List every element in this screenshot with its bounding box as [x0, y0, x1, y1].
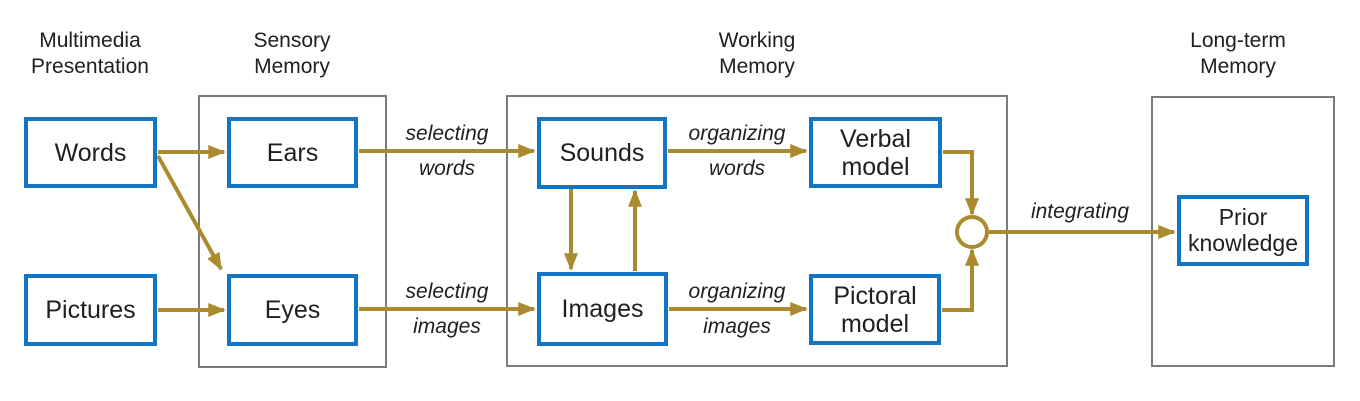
- edge-pictoral-model-to-junction: [942, 248, 979, 312]
- node-verbal-model: Verbal model: [809, 117, 942, 188]
- node-pictoral-model: Pictoral model: [809, 274, 941, 345]
- header-multimedia-presentation: Multimedia Presentation: [31, 29, 149, 78]
- edge-verbal-model-to-junction: [943, 150, 979, 216]
- integration-junction-circle: [955, 215, 989, 249]
- node-prior-knowledge: Prior knowledge: [1177, 195, 1309, 266]
- node-eyes: Eyes: [227, 274, 358, 346]
- header-sensory-memory: Sensory Memory: [253, 29, 331, 78]
- node-ears: Ears: [227, 117, 358, 188]
- node-sounds: Sounds: [537, 117, 667, 189]
- node-pictures: Pictures: [24, 274, 157, 346]
- node-words: Words: [24, 117, 157, 188]
- header-longterm-memory: Long-term Memory: [1190, 29, 1286, 78]
- header-working-memory: Working Memory: [718, 29, 796, 78]
- node-images: Images: [537, 272, 668, 346]
- edge-words-to-eyes: [156, 155, 223, 271]
